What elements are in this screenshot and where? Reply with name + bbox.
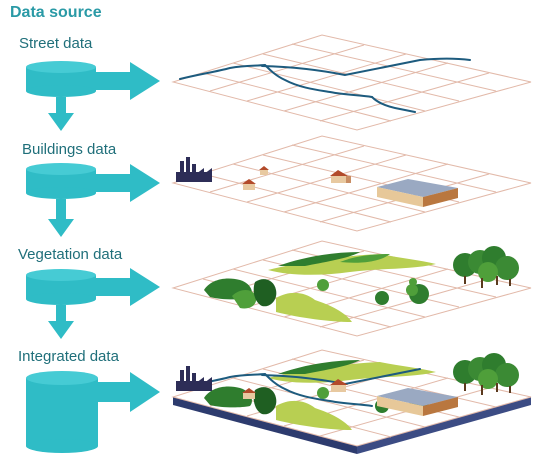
arrow-down-icon bbox=[48, 305, 74, 339]
buildings-layer bbox=[171, 135, 532, 232]
house-icon bbox=[242, 179, 256, 190]
database-icon-vegetation bbox=[26, 269, 96, 305]
arrow-right-icon bbox=[94, 164, 160, 202]
tree-cluster-icon bbox=[453, 246, 519, 288]
label-street-data: Street data bbox=[19, 35, 93, 52]
arrow-down-icon bbox=[48, 97, 74, 131]
arrow-right-icon bbox=[94, 62, 160, 100]
tree-cluster-icon bbox=[453, 353, 519, 395]
house-icon bbox=[330, 379, 348, 392]
arrow-down-icon bbox=[48, 199, 74, 237]
building-icon bbox=[377, 179, 458, 207]
label-integrated-data: Integrated data bbox=[18, 348, 119, 365]
house-icon bbox=[242, 388, 256, 399]
house-icon bbox=[330, 170, 351, 183]
factory-icon bbox=[176, 157, 212, 182]
arrow-right-icon bbox=[96, 372, 160, 412]
label-buildings-data: Buildings data bbox=[22, 141, 117, 158]
integrated-layer bbox=[171, 349, 532, 454]
diagram-title: Data source bbox=[10, 4, 102, 21]
building-icon bbox=[377, 388, 458, 416]
street-layer bbox=[171, 34, 532, 131]
database-icon-street bbox=[26, 61, 96, 97]
factory-icon bbox=[176, 366, 212, 391]
database-icon-buildings bbox=[26, 163, 96, 199]
label-vegetation-data: Vegetation data bbox=[18, 246, 123, 263]
database-icon-integrated bbox=[26, 371, 98, 453]
house-icon bbox=[259, 166, 269, 175]
vegetation-layer bbox=[171, 240, 532, 337]
arrow-right-icon bbox=[94, 268, 160, 306]
